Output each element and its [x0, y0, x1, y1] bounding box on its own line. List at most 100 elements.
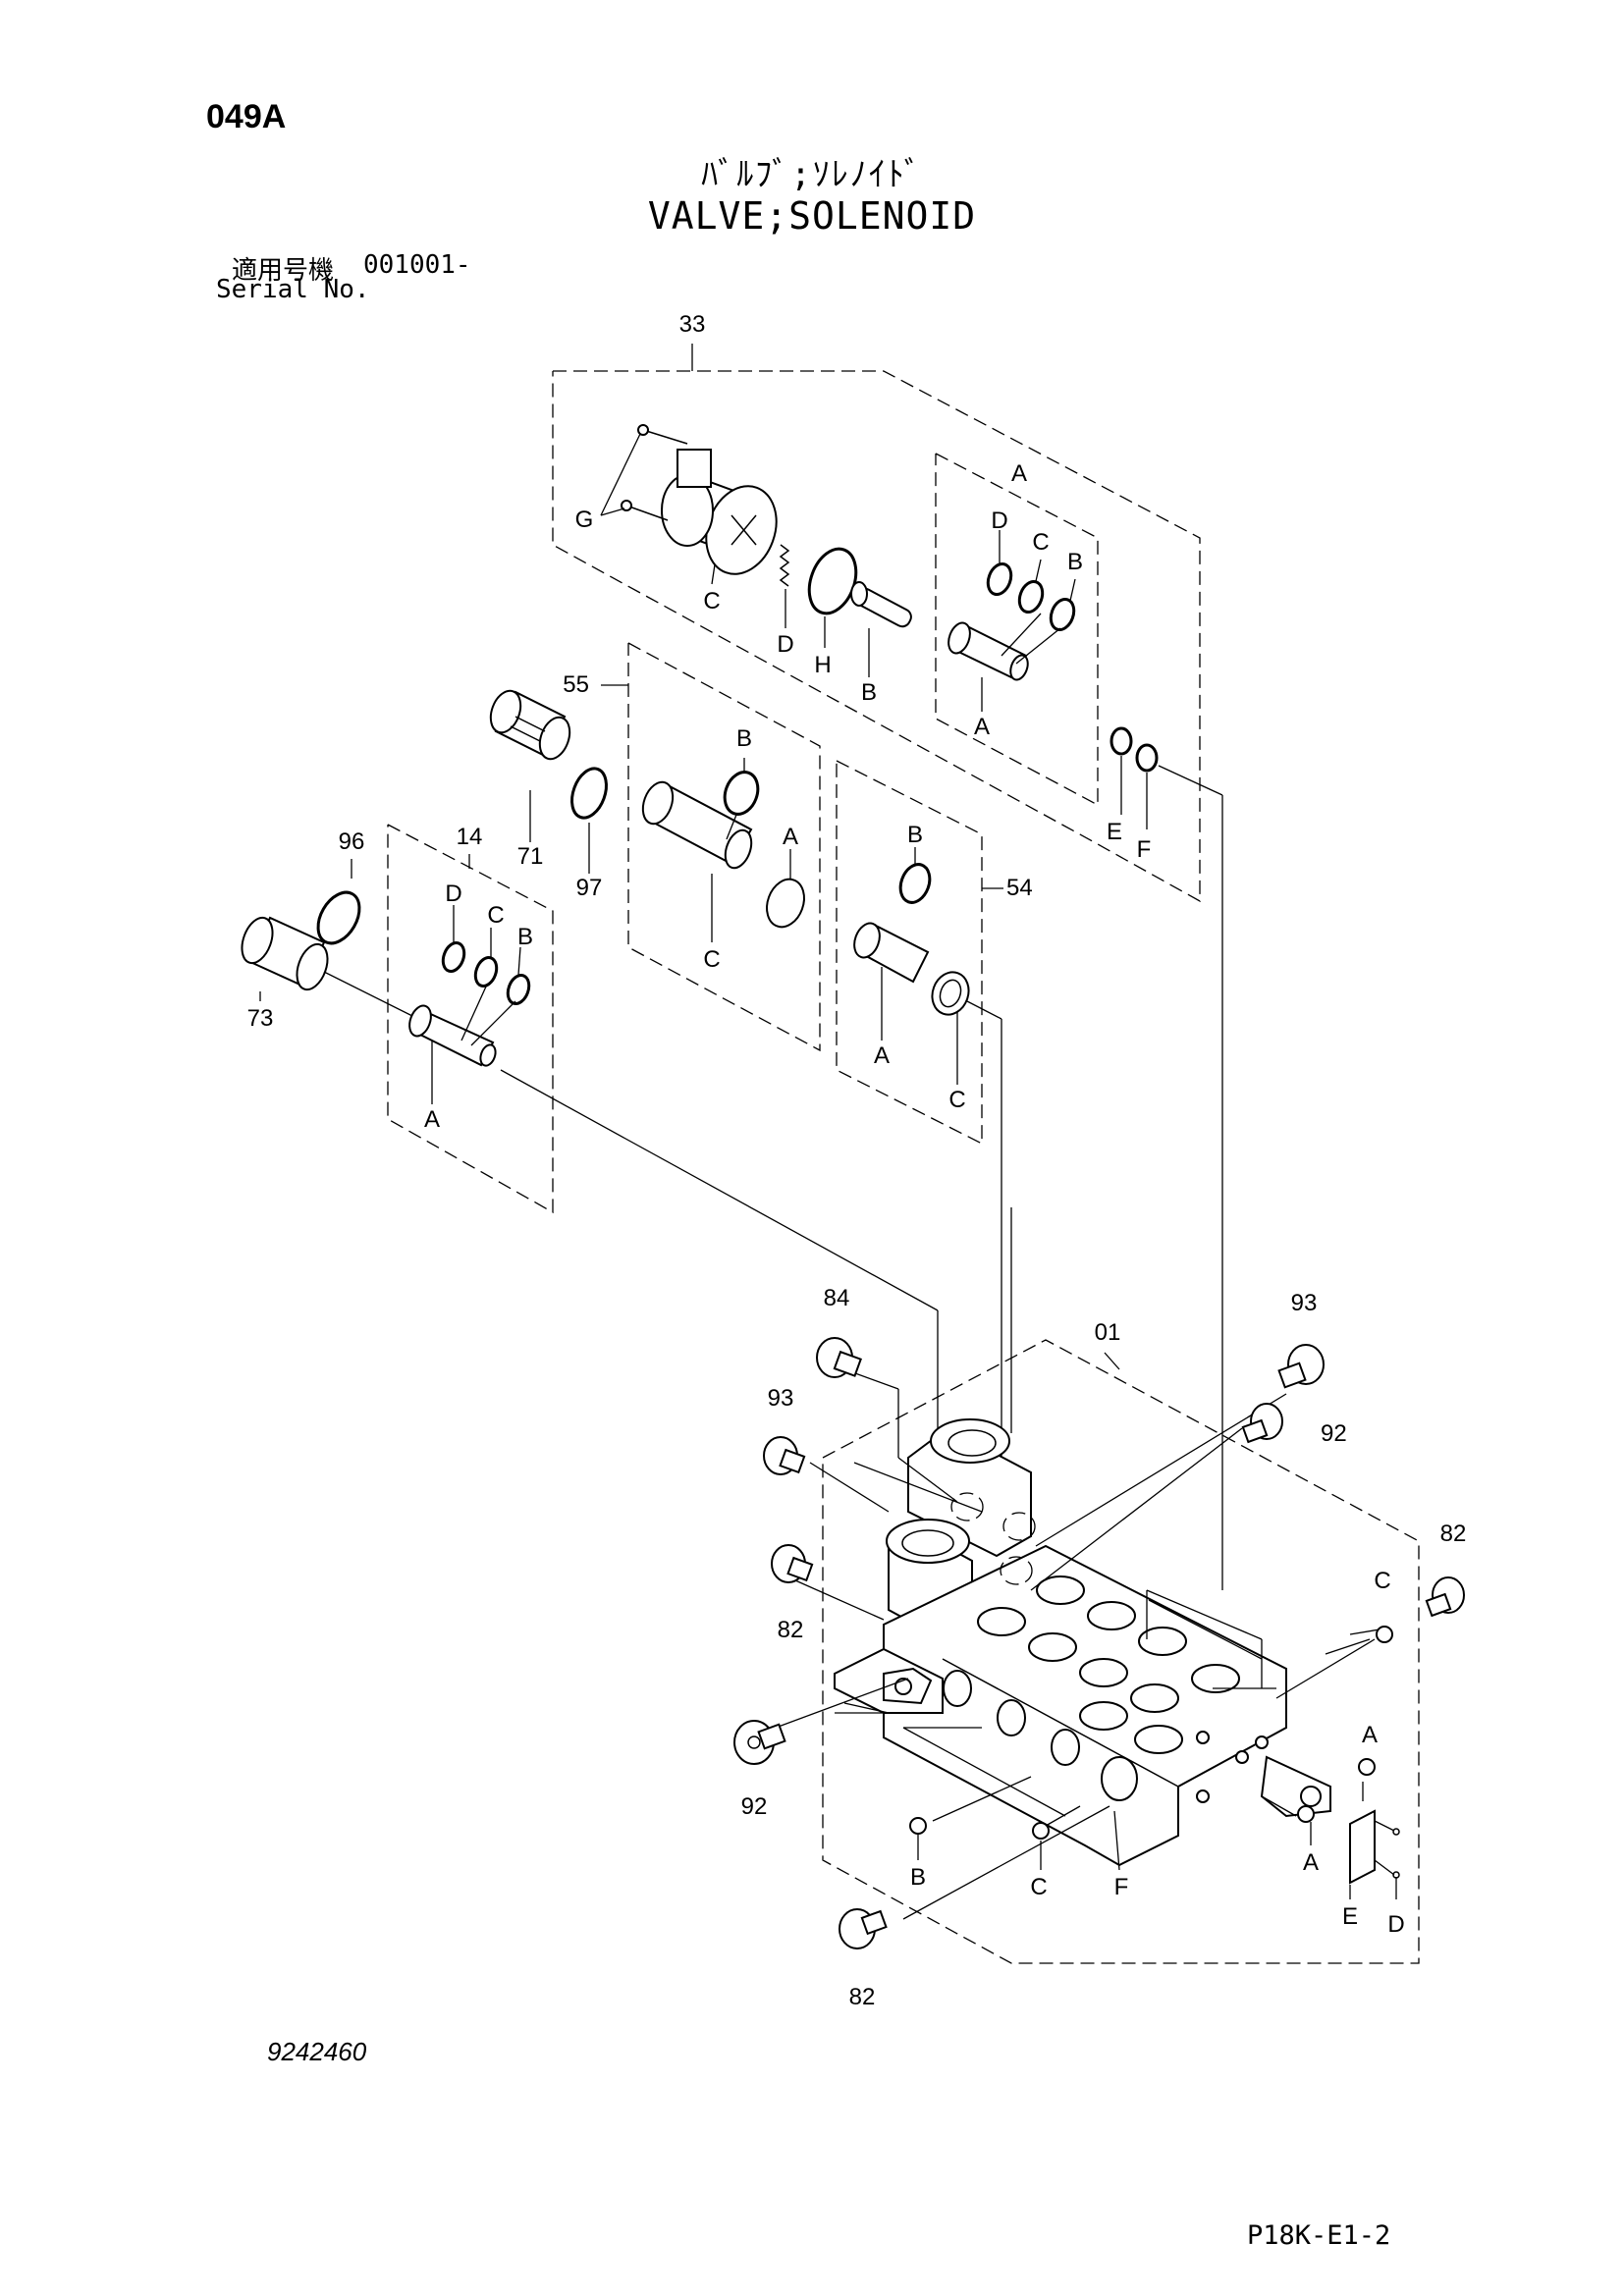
port-upper-2 — [1087, 1601, 1136, 1630]
port-upper-1 — [1036, 1575, 1085, 1605]
label-33-c: C — [703, 588, 720, 614]
page-code: 049A — [206, 98, 287, 135]
label-54-b: B — [907, 822, 923, 848]
callout-82-right: 82 — [1440, 1521, 1467, 1547]
callout-84: 84 — [824, 1285, 850, 1311]
group-14-boundary — [387, 824, 554, 1214]
screw-a-lower-part — [1297, 1805, 1315, 1823]
callout-92-left: 92 — [741, 1793, 768, 1820]
label-33-h: H — [814, 652, 831, 678]
solenoid-coil-part — [661, 449, 778, 575]
label-01-e: E — [1342, 1903, 1358, 1930]
group-33-subassembly-a-boundary — [935, 453, 1099, 807]
valve-body-part — [834, 1418, 1331, 1867]
filter-a-55-part — [766, 878, 805, 929]
callout-54: 54 — [1006, 875, 1033, 901]
label-01-c: C — [1374, 1568, 1390, 1594]
label-33-a-top: A — [1011, 460, 1027, 487]
port-upper-3 — [1138, 1627, 1187, 1656]
sleeve-c-55-part — [641, 780, 753, 870]
screw-g-parts — [600, 424, 688, 521]
plug-82-right-part — [1425, 1576, 1465, 1618]
label-01-d: D — [1387, 1911, 1404, 1938]
serial-label-japanese: 適用号機 — [232, 256, 335, 286]
label-01-f: F — [1114, 1874, 1129, 1900]
serial-value: 001001- — [363, 250, 471, 280]
plate-e-part — [1349, 1809, 1376, 1885]
plug-73-part — [241, 916, 329, 991]
plug-92-left-part — [733, 1720, 786, 1765]
o-ring-c-14-part — [473, 955, 499, 988]
label-54-a: A — [874, 1042, 890, 1069]
o-ring-97-part — [570, 767, 608, 820]
o-ring-d-upper-part — [986, 562, 1013, 596]
ring-e-part — [1110, 726, 1133, 756]
drawing-number: 9242460 — [267, 2037, 367, 2066]
title-japanese: ﾊﾞﾙﾌﾞ;ｿﾚﾉｲﾄﾞ — [701, 155, 923, 194]
label-33-d: D — [777, 631, 793, 658]
port-upper-4 — [977, 1607, 1026, 1636]
callout-82-left: 82 — [778, 1617, 804, 1643]
callout-92-right: 92 — [1321, 1420, 1347, 1447]
plug-71-part — [489, 689, 571, 761]
label-33-a-bottom: A — [974, 714, 990, 740]
callout-93-right: 93 — [1291, 1290, 1318, 1316]
label-33-b2: B — [1067, 549, 1083, 575]
label-54-c: C — [948, 1087, 965, 1113]
callout-33: 33 — [679, 311, 706, 338]
label-33-b: B — [861, 679, 877, 706]
callout-14: 14 — [457, 824, 483, 850]
plug-82-left-part — [771, 1544, 814, 1583]
port-upper-9 — [1079, 1701, 1128, 1731]
port-upper-6 — [1079, 1658, 1128, 1687]
port-upper-7 — [1130, 1683, 1179, 1713]
o-ring-d-14-part — [441, 940, 466, 974]
label-01-c-lower: C — [1030, 1874, 1047, 1900]
label-33-c2: C — [1032, 529, 1049, 556]
plug-c-right-part — [1376, 1626, 1393, 1643]
label-01-b: B — [910, 1864, 926, 1891]
screw-a-right-part — [1358, 1758, 1376, 1776]
callout-71: 71 — [517, 843, 544, 870]
callout-01: 01 — [1095, 1319, 1121, 1346]
o-ring-96-part — [316, 890, 361, 945]
label-14-a: A — [424, 1106, 440, 1133]
o-ring-c-upper-part — [1017, 580, 1045, 614]
callout-55: 55 — [563, 671, 589, 698]
cartridge-a-upper-part — [947, 621, 1029, 681]
label-14-c: C — [487, 902, 504, 929]
group-33-boundary — [552, 370, 1201, 903]
plug-84-part — [816, 1337, 862, 1378]
o-ring-b-upper-part — [1049, 598, 1076, 631]
callout-97: 97 — [576, 875, 603, 901]
seal-c-54-part — [931, 971, 970, 1016]
callout-73: 73 — [247, 1005, 274, 1032]
callout-93-left: 93 — [768, 1385, 794, 1412]
plug-c-lower-part — [1032, 1822, 1050, 1840]
label-01-a-lower: A — [1303, 1849, 1319, 1876]
port-upper-5 — [1028, 1632, 1077, 1662]
plug-93-left-part — [763, 1436, 806, 1475]
o-ring-b-54-part — [898, 863, 932, 904]
label-14-b: B — [517, 924, 533, 950]
group-55-boundary — [627, 642, 821, 1052]
callout-82-bottom: 82 — [849, 1984, 876, 2010]
group-54-boundary — [836, 760, 983, 1146]
o-ring-b-14-part — [506, 973, 531, 1006]
label-33-g: G — [575, 507, 594, 533]
label-33-d2: D — [991, 507, 1007, 534]
label-01-a-right: A — [1362, 1722, 1378, 1748]
label-55-b: B — [736, 725, 752, 752]
screw-b-part — [909, 1817, 927, 1835]
serial-label-english: Serial No. — [216, 275, 370, 304]
spool-b-part — [850, 581, 912, 628]
o-ring-h-part — [807, 547, 858, 615]
callout-96: 96 — [339, 828, 365, 855]
sleeve-a-54-part — [853, 922, 930, 984]
ring-f-part — [1135, 743, 1159, 773]
title-english: VALVE;SOLENOID — [647, 194, 977, 238]
spring-d-part — [779, 544, 790, 587]
cartridge-a-14-part — [408, 1004, 497, 1067]
group-01-boundary — [822, 1339, 1420, 1964]
